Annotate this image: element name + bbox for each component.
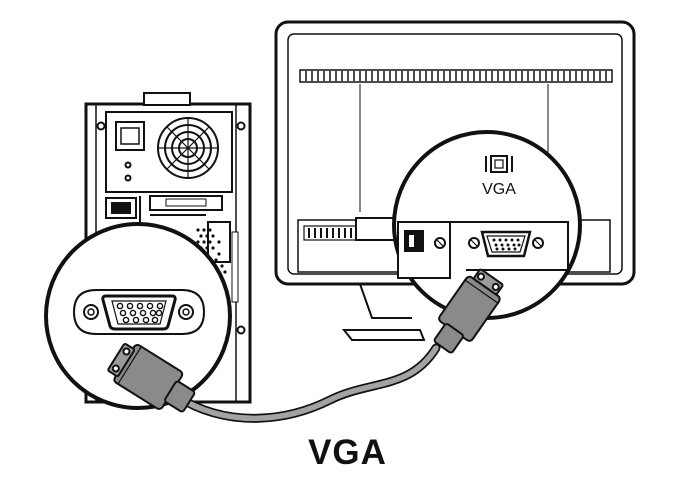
diagram-caption: VGA bbox=[308, 433, 387, 472]
monitor-vga-callout: VGA bbox=[392, 130, 582, 320]
pc-vga-callout bbox=[44, 222, 232, 410]
vga-port-symbol-icon bbox=[485, 155, 513, 173]
vga-cable-icon bbox=[107, 268, 504, 423]
monitor-port-label: VGA bbox=[482, 181, 516, 198]
